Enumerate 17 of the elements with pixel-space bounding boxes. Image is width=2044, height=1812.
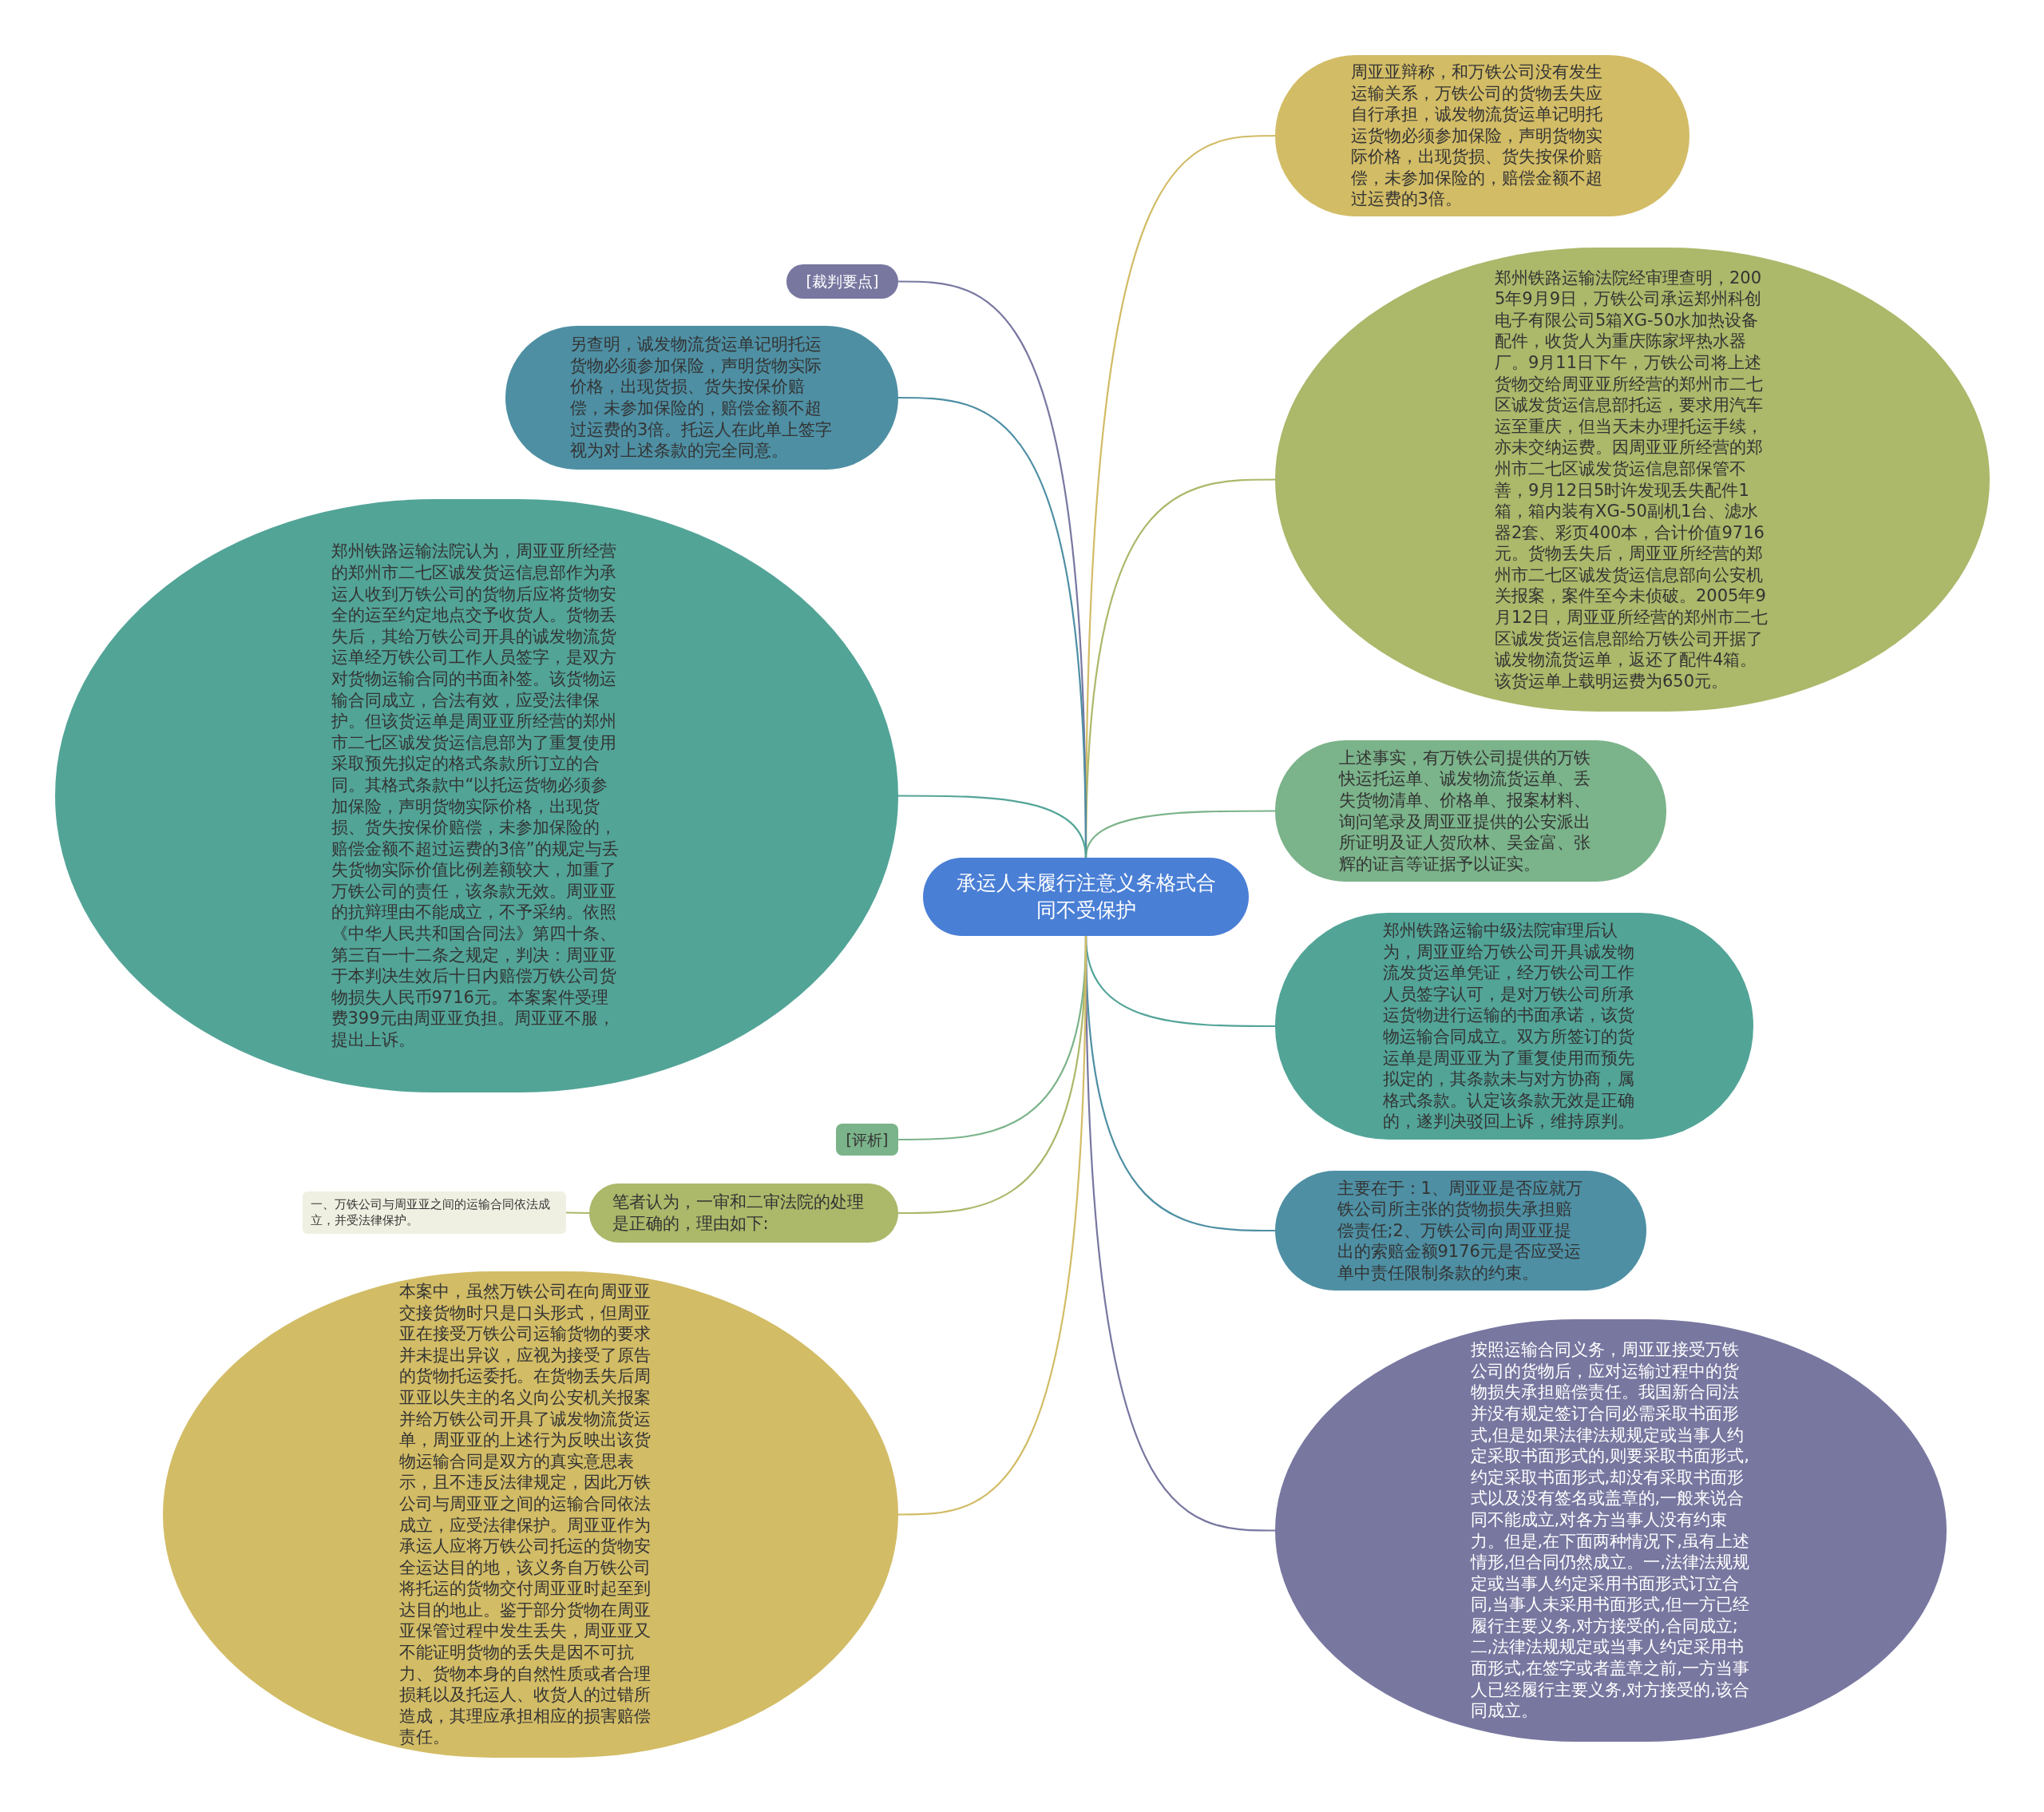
text-bubble: 郑州铁路运输法院认为，周亚亚所经营的郑州市二七区诚发货运信息部作为承运人收到万铁公司的货物后应将货物安全的运至约定地点交予收货人。货物丢失后，其给万铁公司开具的诚发物流货运单经万铁公司工作人员签字，是双方对货物运输合同的书面补签。该货物运输合同成立，合法有效，应受法律保护。但该货运单是周亚亚所经营的郑州市二七区诚发货运信息部为了重复使用采取预先拟定的格式条款所订立的合同。其格式条款中“以托运货物必须参加保险，声明货物实际价格，出现货损、货失按保价赔偿，未参加保险的，赔偿金额不超过运费的3倍”的规定与丢失货物实际价值比例差额较大，加重了万铁公司的责任，该条款无效。周亚亚的抗辩理由不能成立，不予采纳。依照《中华人民共和国合同法》第四十条、第三百一十二条之规定，判决：周亚亚于本判决生效后十日内赔偿万铁公司货物损失人民币9716元。本案案件受理费399元由周亚亚负担。周亚亚不服，提出上诉。 xyxy=(55,499,898,1092)
connector-line xyxy=(898,936,1087,1516)
topic-bubble: 承运人未履行注意义务格式合同不受保护 xyxy=(923,858,1249,936)
text-bubble: 上述事实，有万铁公司提供的万铁快运托运单、诚发物流货运单、丢失货物清单、价格单、报案材料、询问笔录及周亚亚提供的公安派出所证明及证人贺欣林、吴金富、张辉的证言等证据予以证实。 xyxy=(1275,740,1666,882)
connector-line xyxy=(566,1211,589,1215)
text-bubble: 主要在于：1、周亚亚是否应就万铁公司所主张的货物损失承担赔偿责任;2、万铁公司向周亚亚提出的索赔金额9176元是否应受运单中责任限制条款的约束。 xyxy=(1275,1171,1646,1291)
tag-label: [评析] xyxy=(836,1124,898,1156)
text-bubble: 笔者认为，一审和二审法院的处理是正确的，理由如下: xyxy=(589,1184,898,1243)
text-bubble: 本案中，虽然万铁公司在向周亚亚交接货物时只是口头形式，但周亚亚在接受万铁公司运输货物的要求并未提出异议，应视为接受了原告的货物托运委托。在货物丢失后周亚亚以失主的名义向公安机关报案并给万铁公司开具了诚发物流货运单，周亚亚的上述行为反映出该货物运输合同是双方的真实意思表示，且不违反法律规定，因此万铁公司与周亚亚之间的运输合同依法成立，应受法律保护。周亚亚作为承运人应将万铁公司托运的货物安全运达目的地，该义务自万铁公司将托运的货物交付周亚亚时起至到达目的地止。鉴于部分货物在周亚亚保管过程中发生丢失，周亚亚又不能证明货物的丢失是因不可抗力、货物本身的自然性质或者合理损耗以及托运人、收货人的过错所造成，其理应承担相应的损害赔偿责任。 xyxy=(163,1271,898,1758)
tag-label: [裁判要点] xyxy=(786,264,898,299)
note-label: 一、万铁公司与周亚亚之间的运输合同依法成立，并受法律保护。 xyxy=(303,1191,566,1234)
text-bubble: 另查明，诚发物流货运单记明托运货物必须参加保险，声明货物实际价格，出现货损、货失按保价赔偿，未参加保险的，赔偿金额不超过运费的3倍。托运人在此单上签字视为对上述条款的完全同意。 xyxy=(505,326,898,470)
text-bubble: 周亚亚辩称，和万铁公司没有发生运输关系，万铁公司的货物丢失应自行承担，诚发物流货运单记明托运货物必须参加保险，声明货物实际价格，出现货损、货失按保价赔偿，未参加保险的，赔偿金额不超过运费的3倍。 xyxy=(1275,55,1689,216)
text-bubble: 郑州铁路运输中级法院审理后认为，周亚亚给万铁公司开具诚发物流发货运单凭证，经万铁公司工作人员签字认可，是对万铁公司所承运货物进行运输的书面承诺，该货物运输合同成立。双方所签订的货运单是周亚亚为了重复使用而预先拟定的，其条款未与对方协商，属格式条款。认定该条款无效是正确的，遂判决驳回上诉，维持原判。 xyxy=(1275,913,1753,1140)
text-bubble: 郑州铁路运输法院经审理查明，2005年9月9日，万铁公司承运郑州科创电子有限公司5箱XG-50水加热设备配件，收货人为重庆陈家坪热水器厂。9月11日下午，万铁公司将上述货物交给周亚亚所经营的郑州市二七区诚发货运信息部托运，要求用汽车运至重庆，但当天未办理托运手续，亦未交纳运费。因周亚亚所经营的郑州市二七区诚发货运信息部保管不善，9月12日5时许发现丢失配件1箱，箱内装有XG-50副机1台、滤水器2套、彩页400本，合计价值9716元。货物丢失后，周亚亚所经营的郑州市二七区诚发货运信息部向公安机关报案，案件至今未侦破。2005年9月12日，周亚亚所经营的郑州市二七区诚发货运信息部给万铁公司开据了诚发物流货运单，返还了配件4箱。该货运单上载明运费为650元。 xyxy=(1275,248,1990,712)
connector-line xyxy=(898,795,1087,858)
text-bubble: 按照运输合同义务，周亚亚接受万铁公司的货物后，应对运输过程中的货物损失承担赔偿责任。我国新合同法并没有规定签订合同必需采取书面形式,但是如果法律法规规定或当事人约定采取书面形式的,则要采取书面形式,约定采取书面形式,却没有采取书面形式以及没有签名或盖章的,一般来说合同不能成立,对各方当事人没有约束力。但是,在下面两种情况下,虽有上述情形,但合同仍然成立。一,法律法规规定或当事人约定采用书面形式订立合同,当事人未采用书面形式,但一方已经履行主要义务,对方接受的,合同成立;二,法律法规规定或当事人约定采用书面形式,在签字或者盖章之前,一方当事人已经履行主要义务,对方接受的,该合同成立。 xyxy=(1275,1319,1947,1742)
